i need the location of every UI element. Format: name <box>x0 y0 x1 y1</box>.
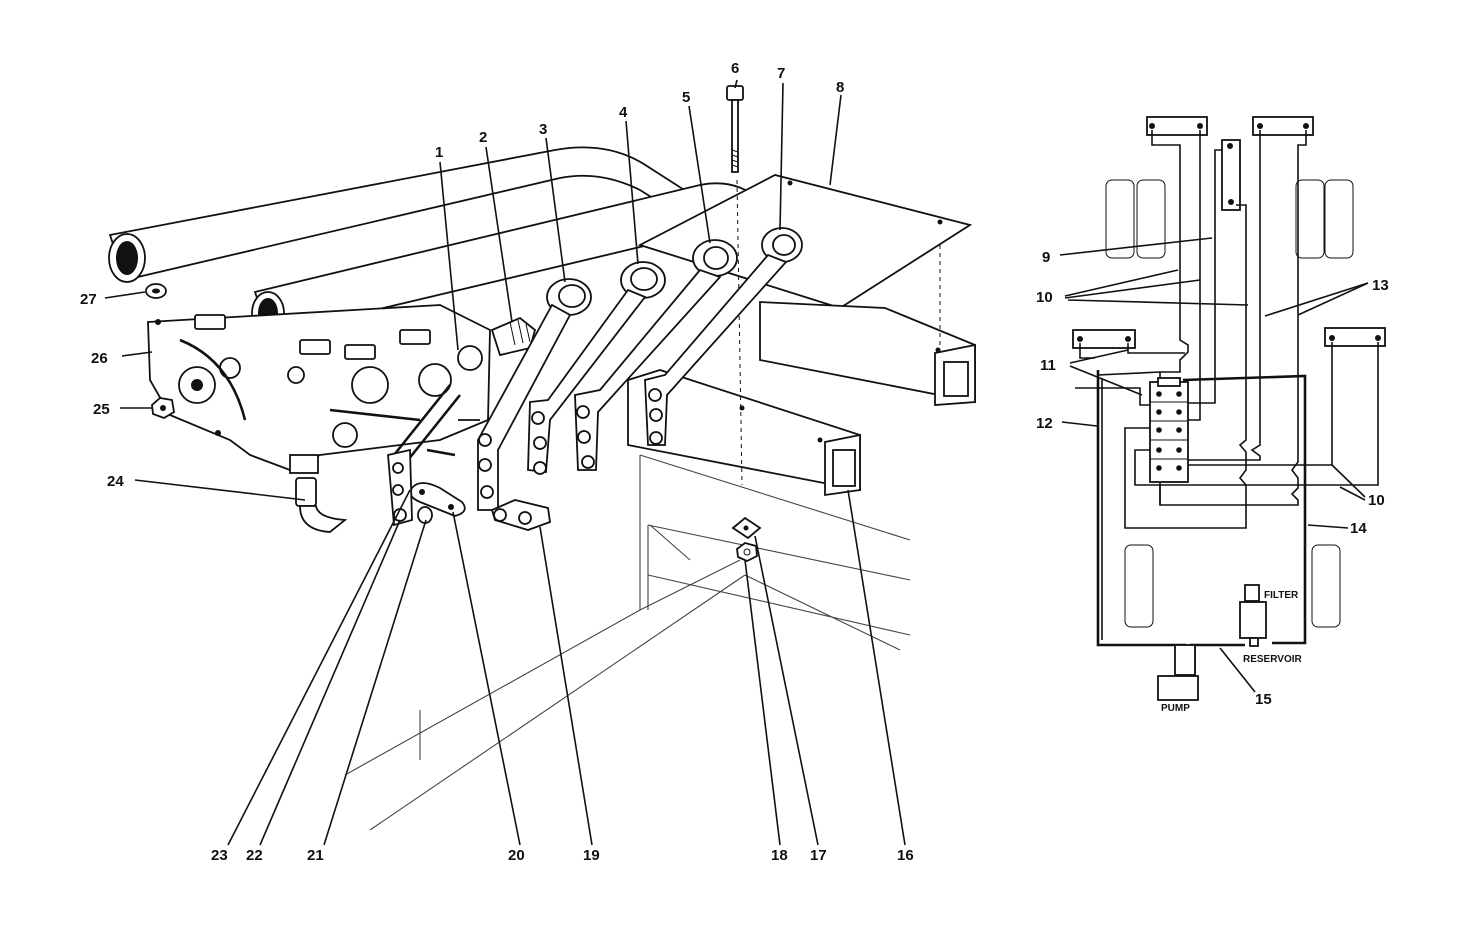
callout-1: 1 <box>435 144 443 161</box>
callout-25: 25 <box>93 401 110 418</box>
frame-outline <box>344 454 911 831</box>
filter-label: FILTER <box>1264 590 1299 601</box>
callout-22: 22 <box>246 847 263 864</box>
leader-lines <box>104 79 906 846</box>
callout-16: 16 <box>897 847 914 864</box>
callout-17: 17 <box>810 847 827 864</box>
lever-7 <box>644 227 803 446</box>
exploded-view: 1 2 3 4 5 6 7 8 16 17 18 19 20 21 22 23 … <box>80 60 976 864</box>
lever-3 <box>477 278 592 511</box>
schematic-callouts: 9 10 10 11 12 13 14 15 <box>1036 249 1389 708</box>
callout-24: 24 <box>107 473 124 490</box>
callout-5: 5 <box>682 89 690 106</box>
callout-6: 6 <box>731 60 739 77</box>
callout-10-lower: 10 <box>1368 492 1385 509</box>
callout-11: 11 <box>1040 357 1056 374</box>
lever-4 <box>527 261 666 475</box>
callout-20: 20 <box>508 847 525 864</box>
nut-small <box>151 397 175 419</box>
callout-10-upper: 10 <box>1036 289 1053 306</box>
callout-21: 21 <box>307 847 324 864</box>
hydraulic-schematic: FILTER RESERVOIR PUMP 9 10 10 11 12 13 <box>1036 116 1389 714</box>
filter-reservoir <box>1239 584 1267 647</box>
square-tube-upper <box>759 301 976 406</box>
callout-18: 18 <box>771 847 788 864</box>
square-tube-lower <box>627 369 861 497</box>
cylinders <box>1072 116 1386 349</box>
spring-pin <box>426 448 456 457</box>
callout-7: 7 <box>777 65 785 82</box>
nut <box>736 542 758 562</box>
hydraulic-lines <box>1075 130 1379 680</box>
callout-12: 12 <box>1036 415 1053 432</box>
elbow-fitting <box>295 477 348 533</box>
small-lever <box>387 448 413 527</box>
bolt <box>726 85 744 173</box>
callout-4: 4 <box>619 104 628 121</box>
callout-8: 8 <box>836 79 844 96</box>
clevis-pin <box>490 499 551 531</box>
handlebar-tubes <box>108 146 826 337</box>
callout-19: 19 <box>583 847 600 864</box>
callout-23: 23 <box>211 847 228 864</box>
washer-small <box>145 283 167 299</box>
control-valve <box>147 304 491 474</box>
callout-9: 9 <box>1042 249 1050 266</box>
mounting-plate <box>637 174 973 309</box>
callout-15: 15 <box>1255 691 1272 708</box>
schematic-leaders <box>1059 237 1369 693</box>
pump <box>1157 644 1199 701</box>
callout-labels: 1 2 3 4 5 6 7 8 16 17 18 19 20 21 22 23 … <box>80 60 914 864</box>
callout-3: 3 <box>539 121 547 138</box>
callout-27: 27 <box>80 291 97 308</box>
callout-13: 13 <box>1372 277 1389 294</box>
pump-label: PUMP <box>1161 703 1190 714</box>
lever-5 <box>574 239 738 471</box>
callout-2: 2 <box>479 129 487 146</box>
valve-block <box>1149 377 1189 483</box>
callout-14: 14 <box>1350 520 1367 537</box>
tractor-wheels <box>1105 179 1354 628</box>
callout-26: 26 <box>91 350 108 367</box>
reservoir-label: RESERVOIR <box>1243 654 1302 665</box>
